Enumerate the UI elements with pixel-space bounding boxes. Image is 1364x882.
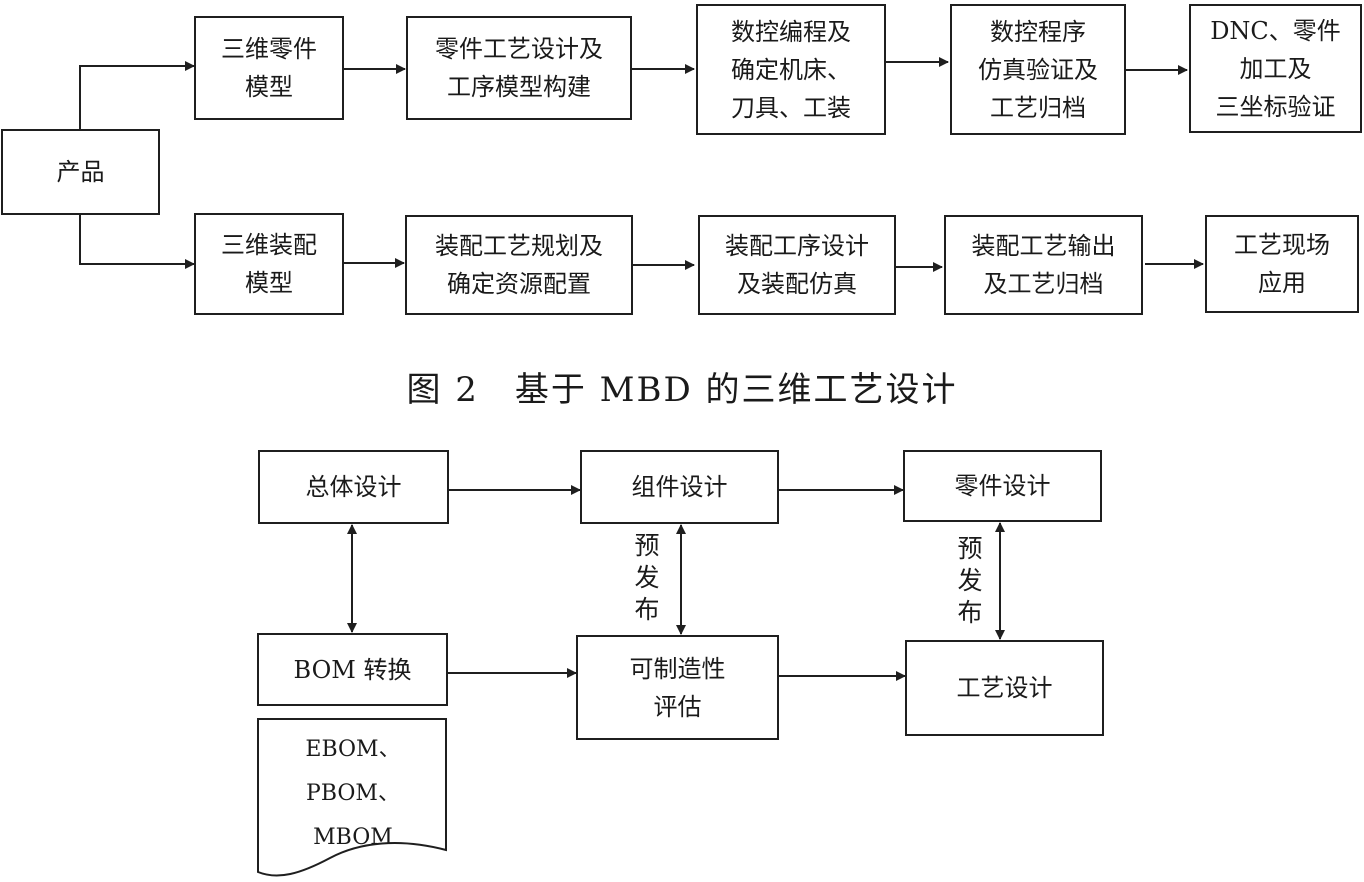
- prerelease-char: 布: [957, 598, 983, 627]
- nc-simulation-box: 数控程序仿真验证及工艺归档: [950, 4, 1126, 135]
- box-line: 三维装配: [221, 231, 317, 259]
- nc-programming-box: 数控编程及确定机床、刀具、工装: [696, 4, 886, 135]
- box-line: 工序模型构建: [447, 73, 591, 101]
- figure-caption: 图 2 基于 MBD 的三维工艺设计: [406, 370, 958, 410]
- box-line: 工艺现场: [1234, 231, 1330, 259]
- arrow-product-to-part-model: [79, 61, 195, 129]
- box-line: DNC、零件: [1210, 16, 1341, 45]
- box-line: 及工艺归档: [983, 270, 1104, 298]
- box-line: 装配工艺规划及: [435, 232, 603, 260]
- box-line: 装配工艺输出: [971, 232, 1116, 260]
- box-line: 三坐标验证: [1215, 92, 1336, 121]
- process-design-box: 工艺设计: [905, 640, 1104, 736]
- box-line: 零件工艺设计及: [435, 35, 603, 63]
- arrow-product-to-assembly-model: [79, 214, 195, 269]
- box-line: 数控编程及: [731, 17, 851, 46]
- bom-doc-line: EBOM、: [305, 737, 401, 762]
- bom-document-text: EBOM、 PBOM、 MBOM: [260, 728, 446, 860]
- box-line: 工艺归档: [990, 93, 1086, 122]
- box-line: 及装配仿真: [737, 270, 857, 298]
- field-application-box: 工艺现场应用: [1205, 215, 1359, 313]
- assembly-planning-box: 装配工艺规划及确定资源配置: [405, 215, 633, 315]
- box-line: 确定机床、: [731, 55, 851, 84]
- prerelease-char: 发: [634, 563, 660, 592]
- assembly-model-box: 三维装配模型: [194, 213, 344, 315]
- prerelease-label-right: 预 发 布: [955, 533, 985, 629]
- box-line: 数控程序: [990, 17, 1086, 46]
- prerelease-label-left: 预 发 布: [632, 530, 662, 626]
- box-line: 评估: [653, 692, 702, 721]
- box-line: 三维零件: [221, 35, 317, 63]
- box-line: 确定资源配置: [447, 270, 591, 298]
- assembly-procedure-box: 装配工序设计及装配仿真: [698, 215, 896, 315]
- bom-doc-line: MBOM: [313, 825, 393, 850]
- dnc-machining-box: DNC、零件加工及三坐标验证: [1189, 4, 1362, 133]
- prerelease-char: 预: [634, 531, 660, 560]
- box-line: 加工及: [1239, 54, 1312, 83]
- overall-design-box: 总体设计: [258, 450, 449, 524]
- box-line: 模型: [245, 269, 293, 297]
- box-line: 装配工序设计: [725, 232, 869, 260]
- bom-doc-line: PBOM、: [306, 781, 400, 806]
- box-line: 模型: [245, 73, 293, 101]
- prerelease-char: 发: [957, 566, 983, 595]
- box-line: 应用: [1258, 269, 1306, 297]
- part-process-design-box: 零件工艺设计及工序模型构建: [406, 16, 632, 120]
- bom-document-shape: [257, 718, 447, 877]
- prerelease-char: 布: [634, 595, 660, 624]
- part-model-box: 三维零件模型: [194, 16, 344, 120]
- prerelease-char: 预: [957, 534, 983, 563]
- manufacturability-box: 可制造性评估: [576, 635, 779, 740]
- bom-conversion-box: BOM 转换: [257, 633, 448, 706]
- box-line: 仿真验证及: [978, 55, 1098, 84]
- box-line: 可制造性: [629, 654, 726, 683]
- box-line: 刀具、工装: [731, 93, 851, 122]
- component-design-box: 组件设计: [580, 450, 779, 524]
- product-box: 产品: [1, 129, 160, 215]
- part-design-box: 零件设计: [903, 450, 1102, 522]
- assembly-output-box: 装配工艺输出及工艺归档: [944, 215, 1143, 315]
